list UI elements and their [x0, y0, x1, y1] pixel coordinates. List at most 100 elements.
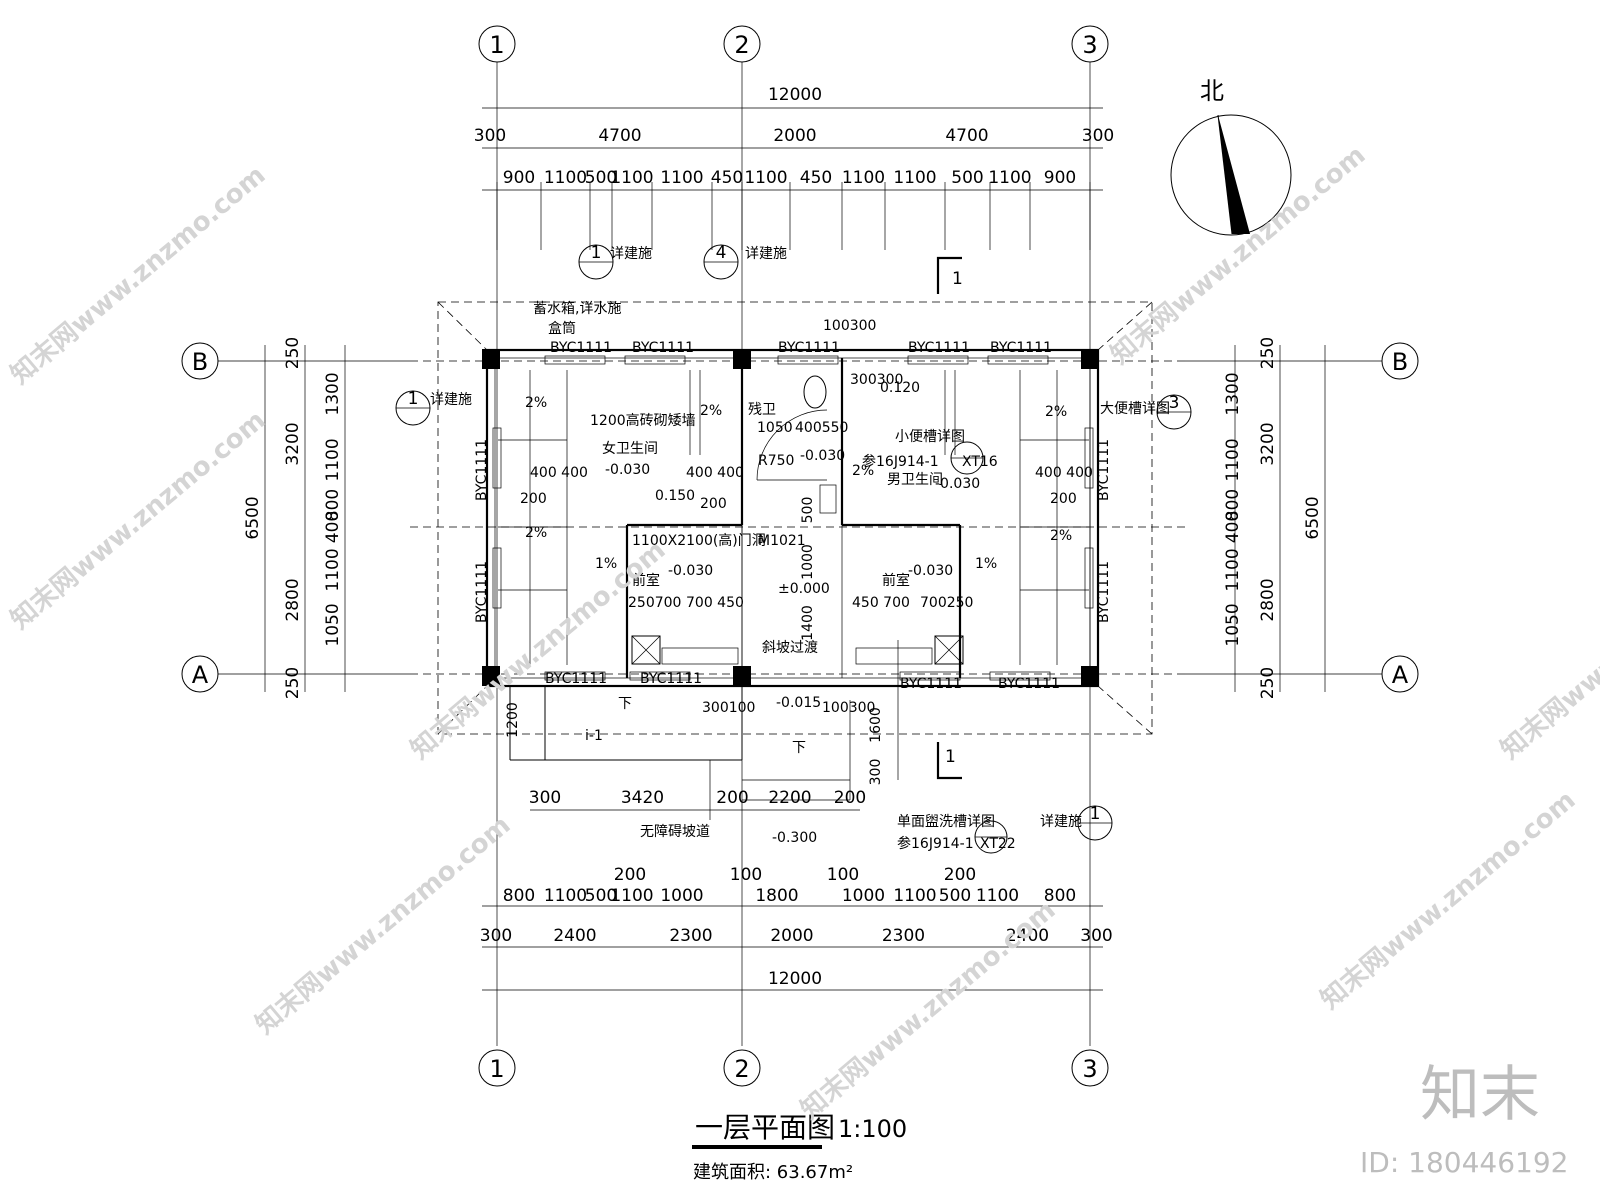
watermark-brand: 知末 — [1420, 1060, 1540, 1130]
dim-left-mid-2: 2800 — [283, 578, 303, 621]
slope-2pct-4: 2% — [1045, 404, 1067, 420]
urinal-ref: 参16J914-1 — [862, 453, 939, 470]
window-byc-8: BYC1111 — [900, 676, 962, 692]
dim-left-mid-0: 250 — [283, 337, 303, 369]
watermark-site-2: 知末网www.znzmo.com — [5, 405, 271, 635]
down-arrow-1: 下 — [618, 696, 632, 712]
slope-1pct-2: 1% — [975, 556, 997, 572]
toilet-detail-note: 大便槽详图 — [1100, 401, 1170, 417]
callout-4-top: 4 — [716, 243, 727, 263]
window-byc-7: BYC1111 — [640, 671, 702, 687]
dim-ramp-4: 200 — [834, 788, 866, 808]
dim-left-mid-1: 3200 — [283, 422, 303, 465]
section-mark-top: 1 — [952, 269, 963, 289]
level-000: ±0.000 — [778, 581, 830, 597]
callout-1-bottom: 1 — [1090, 804, 1101, 824]
acc-level: -0.030 — [800, 448, 845, 464]
callout-1-left: 1 — [408, 389, 419, 409]
down-arrow-2: 下 — [792, 740, 806, 756]
section-mark-bottom: 1 — [945, 747, 956, 767]
stall-dim-200-m: 200 — [700, 496, 727, 512]
urinal-detail-note: 小便槽详图 — [895, 429, 965, 445]
window-byc-v1: BYC1111 — [474, 439, 490, 501]
dim-left-inner-5: 1050 — [323, 603, 343, 646]
north-label: 北 — [1200, 77, 1224, 105]
building-area: 建筑面积: 63.67m² — [693, 1162, 853, 1183]
dim-left-inner-1: 1100 — [323, 438, 343, 481]
dim-bottom-fine-3: 1100 — [610, 886, 653, 906]
dim-bottom-fine-7: 1100 — [893, 886, 936, 906]
dim-ramp-3: 2200 — [768, 788, 811, 808]
dim-bottom-fine-9: 1100 — [976, 886, 1019, 906]
dim-700450: 700 450 — [686, 595, 744, 611]
axis-label-3-bottom: 3 — [1082, 1055, 1097, 1083]
anteroom-left-level: -0.030 — [668, 563, 713, 579]
detail-ref-bottom: 详建施 — [1040, 814, 1082, 830]
dim-ramp-0: 300 — [529, 788, 561, 808]
dim-top-fine-4: 1100 — [660, 168, 703, 188]
dim-ramp-1: 3420 — [621, 788, 664, 808]
stall-dim-400400-r: 400 400 — [1035, 465, 1093, 481]
dim-bottom-fine-1: 1100 — [544, 886, 587, 906]
window-byc-6: BYC1111 — [545, 671, 607, 687]
dim-top-4700a: 4700 — [598, 126, 641, 146]
window-byc-v3: BYC1111 — [1096, 439, 1112, 501]
dim-extra-200b: 200 — [944, 865, 976, 885]
dim-bottom-mid-4: 2300 — [882, 926, 925, 946]
dim-top-fine-0: 900 — [503, 168, 535, 188]
watermark-site-5: 知末网www.znzmo.com — [250, 810, 516, 1040]
anteroom-right-label: 前室 — [882, 572, 910, 589]
axis-label-2-bottom: 2 — [734, 1055, 749, 1083]
dim-top-fine-10: 500 — [951, 168, 983, 188]
dim-bottom-mid-3: 2000 — [770, 926, 813, 946]
watermark-site-1: 知末网www.znzmo.com — [5, 160, 271, 390]
dim-bottom-fine-2: 500 — [585, 886, 617, 906]
window-byc-5: BYC1111 — [990, 340, 1052, 356]
dim-bottom-fine-0: 800 — [503, 886, 535, 906]
dim-right-inner-2: 800 — [1223, 489, 1243, 521]
dim-300: 300 — [868, 759, 884, 786]
dim-top-fine-6: 1100 — [744, 168, 787, 188]
dim-right-mid-3: 250 — [1258, 667, 1278, 699]
dim-left-6500: 6500 — [243, 496, 263, 539]
dim-right-mid-1: 3200 — [1258, 422, 1278, 465]
slope-1pct-1: 1% — [595, 556, 617, 572]
window-byc-v2: BYC1111 — [474, 561, 490, 623]
dim-left-inner-4: 1100 — [323, 548, 343, 591]
dim-right-inner-1: 1100 — [1223, 438, 1243, 481]
detail-ref-left: 详建施 — [430, 392, 472, 408]
dim-right-mid-2: 2800 — [1258, 578, 1278, 621]
axis-bubbles: 1 2 3 1 2 3 B A B A — [181, 25, 1419, 1087]
dim-left-inner-0: 1300 — [323, 372, 343, 415]
detail-ref-4: 详建施 — [745, 246, 787, 262]
door-opening-note: 1100X2100(高)门洞 — [632, 532, 766, 549]
dim-top-fine-12: 900 — [1044, 168, 1076, 188]
dim-700250: 700250 — [920, 595, 973, 611]
ramp-i1: i-1 — [585, 728, 603, 744]
anteroom-left-label: 前室 — [632, 572, 660, 589]
door-m1021: M1021 — [758, 533, 806, 549]
dim-bottom-fine-5: 1800 — [755, 886, 798, 906]
dim-bottom-fine-4: 1000 — [660, 886, 703, 906]
cover-note: 盒筒 — [548, 320, 576, 337]
watermark-site-7: 知末网www.znzmo.com — [1315, 785, 1581, 1015]
window-byc-1: BYC1111 — [550, 340, 612, 356]
room-labels: 蓄水箱,详水施 盒筒 BYC1111 BYC1111 BYC1111 BYC11… — [430, 246, 1170, 852]
dim-right-inner-3: 400 — [1223, 511, 1243, 543]
dim-left-mid-3: 250 — [283, 667, 303, 699]
dim-left-inner-2: 800 — [323, 489, 343, 521]
dim-300300: 300300 — [850, 372, 903, 388]
dim-bottom-fine-6: 1000 — [842, 886, 885, 906]
dim-bottom-fine-8: 500 — [939, 886, 971, 906]
dim-450700: 450 700 — [852, 595, 910, 611]
slope-transition-note: 斜坡过渡 — [762, 640, 818, 656]
dim-right-inner-0: 1300 — [1223, 372, 1243, 415]
section-markers — [936, 256, 962, 780]
watermark-id: ID: 180446192 — [1360, 1146, 1568, 1179]
acc-radius: R750 — [758, 453, 794, 469]
dim-top-fine-11: 1100 — [988, 168, 1031, 188]
